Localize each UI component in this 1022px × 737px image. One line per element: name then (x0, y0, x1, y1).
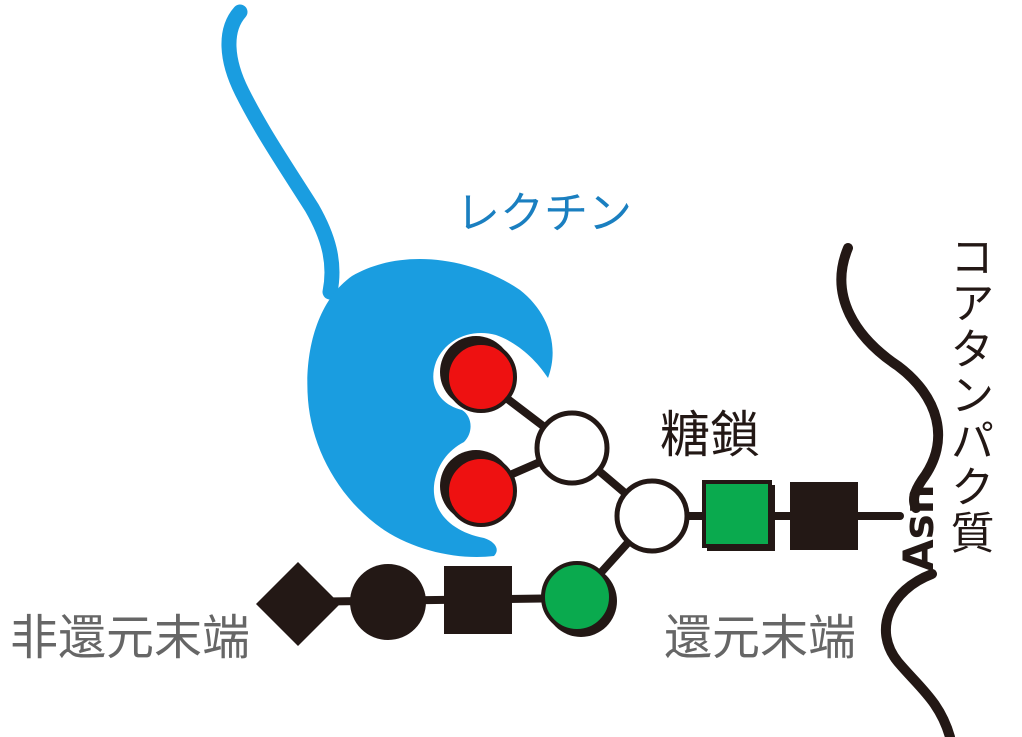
non-reducing-end-label: 非還元末端 (10, 610, 250, 666)
wavy-line (836, 243, 955, 737)
glycan-label: 糖鎖 (660, 406, 760, 464)
sugar-red-lower (440, 450, 517, 527)
sugar-white-core (614, 478, 690, 554)
protein-backbone-upper (836, 243, 944, 513)
sugar-black-square (444, 566, 512, 634)
lectin-body (307, 259, 553, 557)
lectin-shape (221, 4, 553, 557)
lectin-label: レクチン (456, 188, 632, 239)
sugar-green-square (702, 480, 775, 551)
core-protein-label: コアタンパク質 (943, 234, 994, 556)
lectin-tail (221, 4, 340, 300)
reducing-end-label: 還元末端 (664, 610, 856, 666)
sugar-black-diamond (256, 562, 340, 646)
sugar-black-square-core (790, 482, 858, 550)
asn-label: Asn (894, 484, 943, 571)
sugar-white-branch (534, 410, 610, 486)
protein-backbone-lower (880, 569, 955, 737)
sugar-green-circle (541, 561, 617, 637)
sugar-red-upper (440, 336, 517, 413)
sugar-black-circle (350, 564, 426, 640)
